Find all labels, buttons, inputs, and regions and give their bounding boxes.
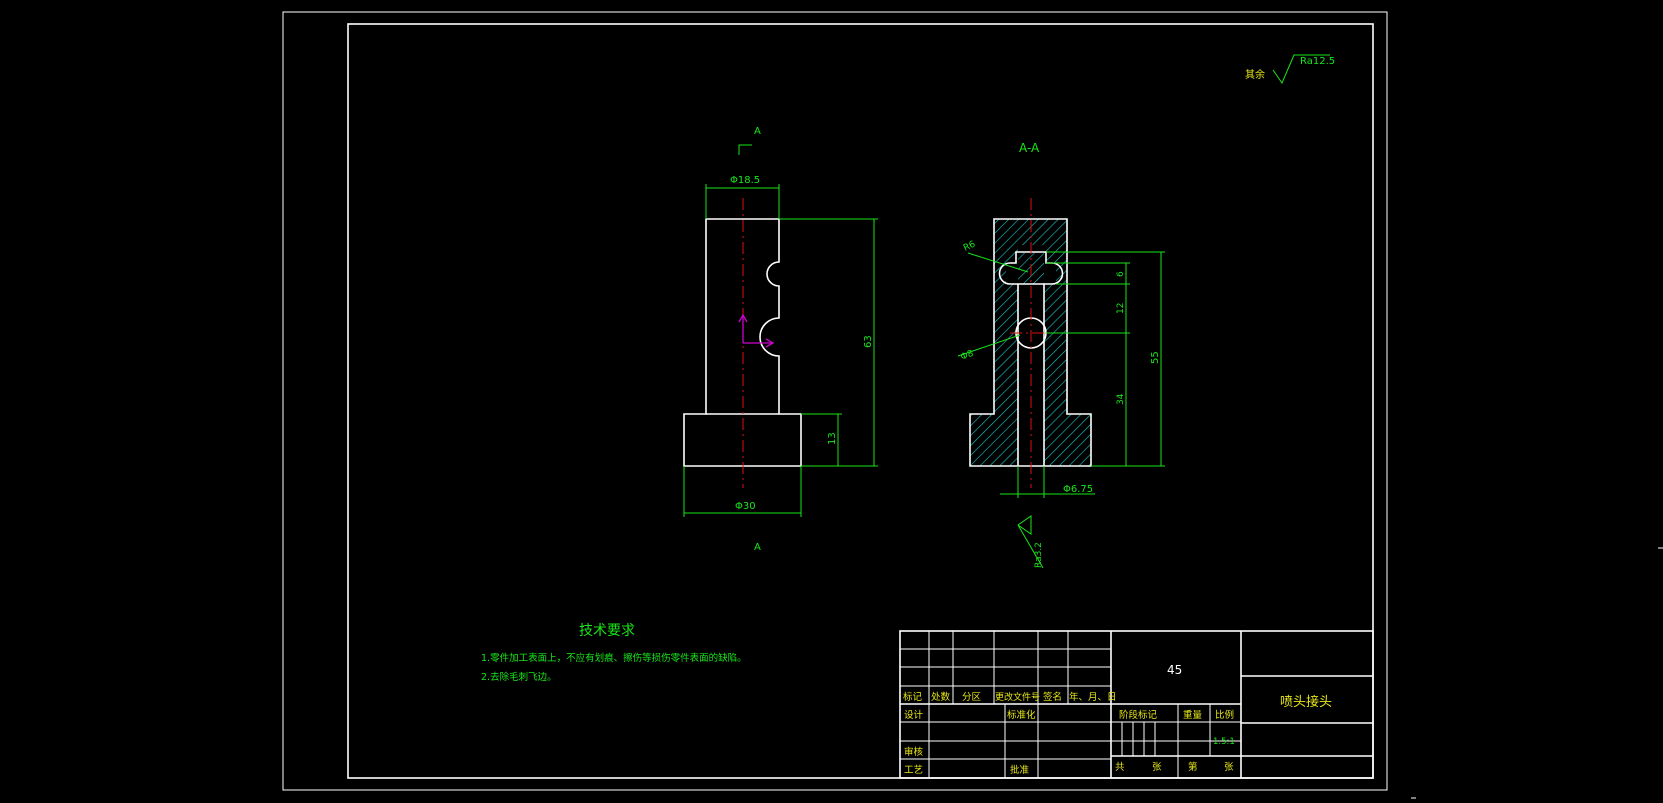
tech-item-1: 1.零件加工表面上，不应有划痕、擦伤等损伤零件表面的缺陷。 bbox=[481, 652, 747, 664]
label-stage-mark: 阶段标记 bbox=[1119, 709, 1158, 721]
leader-phi8 bbox=[957, 334, 1021, 357]
dim-top-diameter: Φ18.5 bbox=[730, 175, 760, 186]
label-review: 审核 bbox=[904, 746, 924, 758]
section-hatch bbox=[970, 219, 1091, 466]
roughness-bore: Ra3.2 bbox=[1034, 542, 1044, 568]
front-body-outline bbox=[683, 218, 802, 467]
roughness-note-label: 其余 bbox=[1245, 68, 1265, 81]
hdr-mark: 标记 bbox=[903, 691, 923, 703]
inner-border bbox=[347, 23, 1374, 779]
dim-phi8: Φ8 bbox=[959, 349, 975, 363]
label-design: 设计 bbox=[904, 709, 924, 721]
outer-border bbox=[282, 11, 1388, 791]
section-title: A-A bbox=[1019, 141, 1040, 155]
hdr-sign: 签名 bbox=[1043, 691, 1062, 703]
dim-base-diameter: Φ30 bbox=[735, 501, 756, 512]
roughness-symbol-icon bbox=[1272, 54, 1330, 85]
hdr-date: 年、月、日 bbox=[1069, 691, 1117, 703]
label-approve: 批准 bbox=[1010, 764, 1030, 776]
hdr-zone: 分区 bbox=[962, 692, 982, 703]
ucs-y-arrow-icon bbox=[738, 313, 748, 323]
section-mark-top-icon bbox=[738, 144, 752, 155]
label-sheet2: 张 bbox=[1224, 762, 1234, 773]
leader-r6 bbox=[967, 252, 1029, 273]
label-scale: 比例 bbox=[1215, 709, 1234, 721]
material: 45 bbox=[1167, 663, 1182, 677]
bore-roughness-icon bbox=[1017, 515, 1044, 569]
general-roughness-note: 其余 Ra12.5 bbox=[1245, 54, 1335, 85]
ucs-x-arrow-icon bbox=[765, 338, 775, 348]
tech-title: 技术要求 bbox=[579, 623, 635, 639]
label-total: 共 bbox=[1115, 762, 1125, 773]
label-standardize: 标准化 bbox=[1007, 709, 1036, 721]
label-process: 工艺 bbox=[904, 765, 923, 776]
label-sheets: 张 bbox=[1152, 762, 1162, 773]
tech-item-2: 2.去除毛刺飞边。 bbox=[481, 671, 557, 683]
dim-34: 34 bbox=[1116, 393, 1126, 405]
hdr-count: 处数 bbox=[931, 691, 951, 703]
tech-requirements: 技术要求 1.零件加工表面上，不应有划痕、擦伤等损伤零件表面的缺陷。 2.去除毛… bbox=[481, 623, 747, 683]
hdr-change-doc: 更改文件号 bbox=[995, 691, 1040, 703]
part-name: 喷头接头 bbox=[1280, 694, 1332, 710]
dim-bore: Φ6.75 bbox=[1063, 484, 1093, 495]
label-page: 第 bbox=[1188, 761, 1198, 773]
scale-value: 1.5:1 bbox=[1213, 737, 1235, 747]
dim-12: 12 bbox=[1116, 303, 1126, 314]
front-view: A A Φ18.5 Φ30 63 13 bbox=[683, 126, 878, 553]
title-block: 45 喷头接头 标记 处数 分区 更改文件号 签名 年、月、日 设计 标准化 审… bbox=[899, 630, 1374, 779]
section-view: A-A R6 Φ8 6 12 34 55 bbox=[957, 141, 1165, 569]
dim-total-height: 63 bbox=[863, 335, 874, 348]
label-weight: 重量 bbox=[1183, 709, 1203, 721]
section-label-top: A bbox=[754, 126, 761, 137]
dim-r6: R6 bbox=[962, 239, 977, 253]
roughness-note-value: Ra12.5 bbox=[1300, 56, 1335, 67]
section-label-bottom: A bbox=[754, 542, 761, 553]
dim-55: 55 bbox=[1150, 351, 1161, 364]
dim-base-height: 13 bbox=[827, 432, 838, 445]
dim-6: 6 bbox=[1116, 271, 1126, 277]
